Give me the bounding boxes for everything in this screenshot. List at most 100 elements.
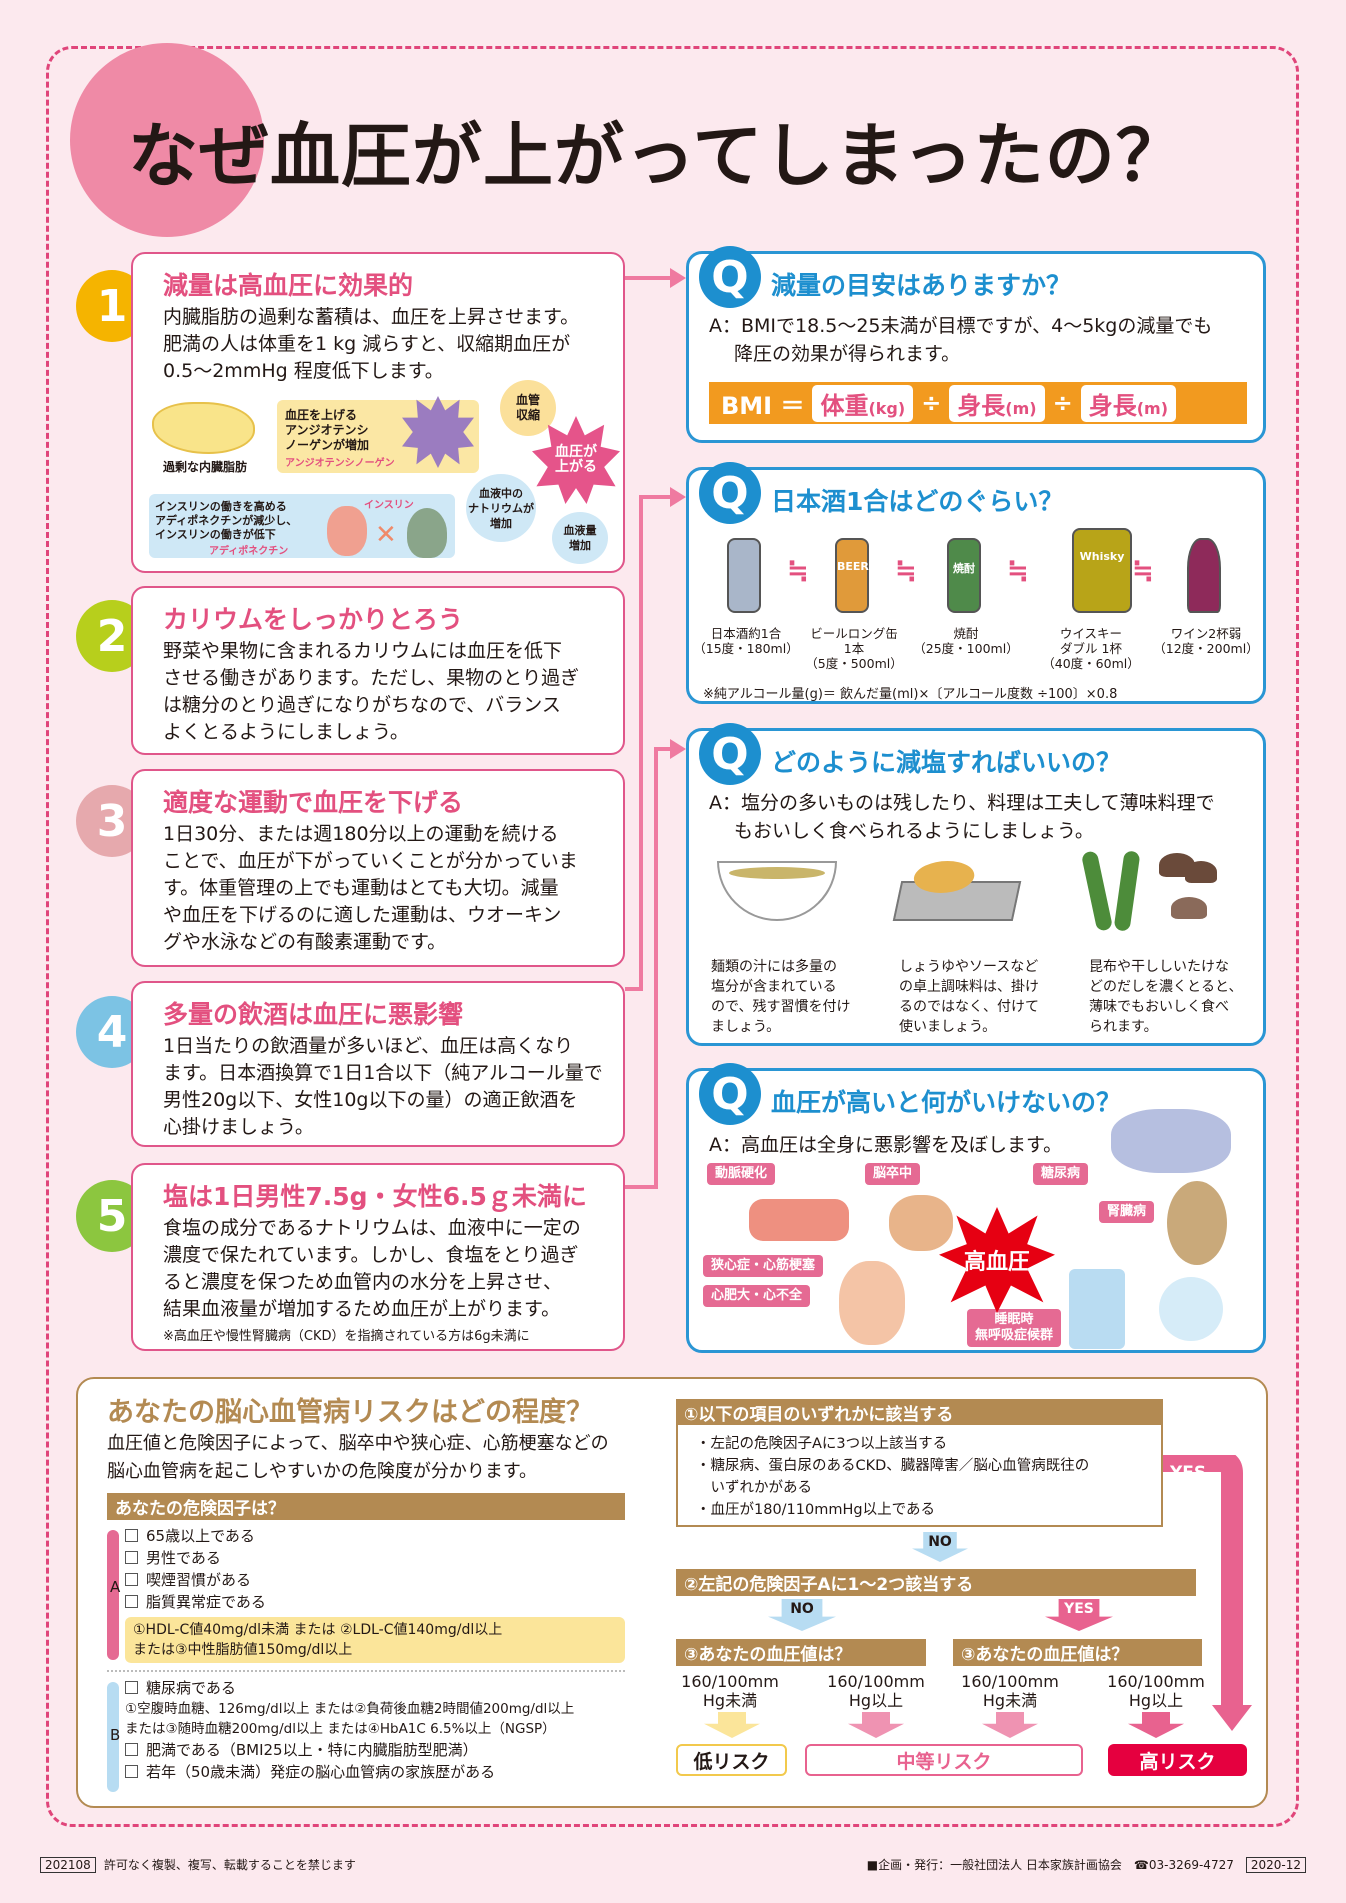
checkbox-icon[interactable]	[125, 1573, 138, 1586]
kidney-icon	[1167, 1181, 1227, 1265]
group-b-bar	[107, 1682, 119, 1792]
title-circle-decoration	[70, 43, 264, 237]
q-badge-icon: Q	[699, 723, 761, 785]
approx-equal-sign: ≒	[787, 556, 809, 586]
q-title: 日本酒1合はどのぐらい？	[771, 487, 1064, 516]
connector-line-4	[625, 495, 672, 991]
disease-tag: 脳卒中	[865, 1163, 921, 1185]
approx-equal-sign: ≒	[895, 556, 917, 586]
checkbox-icon[interactable]	[125, 1595, 138, 1608]
bp-below-left: 160/100mm Hg未満	[681, 1672, 779, 1710]
phone: ☎03-3269-4727	[1133, 1857, 1234, 1872]
tip-body: 内臓脂肪の過剰な蓄積は、血圧を上昇させます。 肥満の人は体重を1 kg 減らすと…	[163, 306, 580, 382]
checkbox-icon[interactable]	[125, 1551, 138, 1564]
sleeping-person-icon	[1069, 1269, 1125, 1349]
q-title: 減量の目安はありますか？	[771, 271, 1072, 300]
height-unit: (m)	[1136, 398, 1168, 418]
flow-step3-header-right: ③あなたの血圧値は？	[953, 1639, 1202, 1666]
checkbox-icon[interactable]	[125, 1529, 138, 1542]
checkbox-label: 肥満である（BMI25以上・特に内臓脂肪型肥満）	[146, 1741, 478, 1759]
checkbox-icon[interactable]	[125, 1681, 138, 1694]
bp-above-right: 160/100mm Hg以上	[1107, 1672, 1205, 1710]
q-card-salt-reduction: Q どのように減塩すればいいの？ A：塩分の多いものは残したり、料理は工夫して薄…	[686, 723, 1266, 1046]
checkbox-icon[interactable]	[125, 1765, 138, 1778]
footer-right: ■企画・発行：一般社団法人 日本家族計画協会 ☎03-3269-4727 202…	[867, 1856, 1306, 1873]
visceral-fat-icon	[152, 402, 255, 454]
tip-heading: 適度な運動で血圧を下げる	[163, 788, 464, 817]
yes-label: YES	[1170, 1463, 1207, 1483]
q-badge-icon: Q	[699, 246, 761, 308]
disease-tag: 心肥大・心不全	[703, 1285, 811, 1307]
insulin-character-icon	[407, 508, 447, 558]
disease-tag: 動脈硬化	[707, 1163, 776, 1185]
copyright-notice: 許可なく複製、複写、転載することを禁じます	[103, 1858, 356, 1872]
tip-body: 食塩の成分であるナトリウムは、血液中に一定の 濃度で保たれています。しかし、食塩…	[163, 1217, 581, 1320]
mid-risk-result: 中等リスク	[805, 1744, 1083, 1776]
group-divider	[107, 1670, 625, 1672]
angio-text: 血圧を上げる アンジオテンシ ノーゲンが増加	[285, 408, 370, 452]
blood-volume-bubble: 血液量 増加	[552, 512, 608, 564]
flow-step1-items: ・左記の危険因子Aに3つ以上該当する ・糖尿病、蛋白尿のあるCKD、臓器障害／脳…	[676, 1423, 1163, 1527]
checkbox-label: 男性である	[146, 1549, 221, 1567]
risk-title: あなたの脳心血管病リスクはどの程度？	[107, 1397, 593, 1428]
tip-heading: 多量の飲酒は血圧に悪影響	[163, 1000, 464, 1029]
checkbox-item[interactable]: 65歳以上である	[125, 1525, 266, 1547]
checkbox-label: 脂質異常症である	[146, 1593, 266, 1611]
tip-heading: カリウムをしっかりとろう	[163, 605, 464, 634]
bmi-height: 身長(m)	[1080, 384, 1176, 422]
high-risk-result: 高リスク	[1108, 1744, 1247, 1776]
print-code: 202108	[40, 1856, 96, 1873]
adiponectin-character-icon	[327, 506, 367, 556]
checkbox-label: 65歳以上である	[146, 1527, 255, 1545]
drink-label: ワイン2杯弱 （12度・200ml）	[1153, 626, 1259, 656]
checkbox-item[interactable]: 男性である	[125, 1547, 266, 1569]
drink-label: 日本酒約1合 （15度・180ml）	[693, 626, 799, 656]
noodle-bowl-icon	[717, 861, 837, 921]
checkbox-item[interactable]: 糖尿病である	[125, 1677, 574, 1699]
checkbox-item[interactable]: 喫煙習慣がある	[125, 1569, 266, 1591]
bmi-formula: BMI ＝ 体重(kg) ÷ 身長(m) ÷ 身長(m)	[709, 382, 1247, 424]
tip-body: 1日30分、または週180分以上の運動を続ける ことで、血圧が下がっていくことが…	[163, 823, 578, 953]
disease-tag: 睡眠時 無呼吸症候群	[967, 1309, 1062, 1347]
checkbox-label: 糖尿病である	[146, 1679, 236, 1697]
yes-long-arrow	[1163, 1455, 1252, 1731]
q-answer: A：BMIで18.5～25未満が目標ですが、4～5kgの減量でも 降圧の効果が得…	[709, 315, 1213, 365]
group-a-note: ①HDL-C値40mg/dl未満 または ②LDL-C値140mg/dl以上 ま…	[125, 1617, 625, 1663]
group-b-label: B	[110, 1726, 121, 1744]
drink-label: ビールロング缶 1本 （5度・500ml）	[805, 626, 903, 671]
checkbox-item[interactable]: 若年（50歳未満）発症の脳心血管病の家族歴がある	[125, 1761, 574, 1783]
sake-bottle-icon	[727, 538, 761, 613]
salt-tip-text: 麺類の汁には多量の 塩分が含まれている ので、残す習慣を付け ましょう。	[711, 959, 851, 1035]
footer-left: 202108 許可なく複製、複写、転載することを禁じます	[40, 1856, 356, 1873]
whisky-bottle-icon: Whisky	[1072, 528, 1132, 613]
pancreas-icon	[1111, 1109, 1231, 1173]
weight-text: 体重	[820, 391, 869, 420]
fat-label: 過剰な内臓脂肪	[162, 460, 247, 474]
connector-line-5	[625, 747, 672, 1189]
poster-frame	[46, 46, 1299, 1827]
drink-label: ウイスキー ダブル 1杯 （40度・60ml）	[1042, 626, 1140, 671]
tip-note: ※高血圧や慢性腎臓病（CKD）を指摘されている方は6g未満に	[163, 1329, 530, 1344]
insulin-char-label: インスリン	[364, 500, 414, 511]
sodium-bubble: 血液中の ナトリウムが 増加	[466, 474, 536, 542]
shochu-bottle-icon: 焼酎	[947, 538, 981, 613]
checkbox-item[interactable]: 脂質異常症である	[125, 1591, 266, 1613]
height-unit: (m)	[1005, 398, 1037, 418]
soy-sauce-dish-icon	[892, 861, 1022, 921]
flow-step2-header: ②左記の危険因子Aに1～2つ該当する	[676, 1569, 1196, 1596]
artery-icon	[749, 1199, 849, 1241]
group-b-note: ①空腹時血糖、126mg/dl以上 または②負荷後血糖2時間値200mg/dl以…	[125, 1701, 575, 1737]
approx-equal-sign: ≒	[1007, 556, 1029, 586]
heart-icon	[839, 1261, 905, 1345]
adiponectin-panel: インスリンの働きを高める アディポネクチンが減少し、 インスリンの働きが低下 ア…	[149, 494, 455, 558]
bp-above-left: 160/100mm Hg以上	[827, 1672, 925, 1710]
disease-tag: 糖尿病	[1033, 1163, 1089, 1185]
checkbox-item[interactable]: 肥満である（BMI25以上・特に内臓脂肪型肥満）	[125, 1739, 574, 1761]
checkbox-icon[interactable]	[125, 1743, 138, 1756]
group-a-list: 65歳以上である 男性である 喫煙習慣がある 脂質異常症である	[125, 1525, 266, 1613]
group-b-list: 糖尿病である ①空腹時血糖、126mg/dl以上 または②負荷後血糖2時間値20…	[125, 1677, 574, 1783]
checkbox-label: 若年（50歳未満）発症の脳心血管病の家族歴がある	[146, 1763, 496, 1781]
weight-unit: (kg)	[868, 398, 906, 418]
